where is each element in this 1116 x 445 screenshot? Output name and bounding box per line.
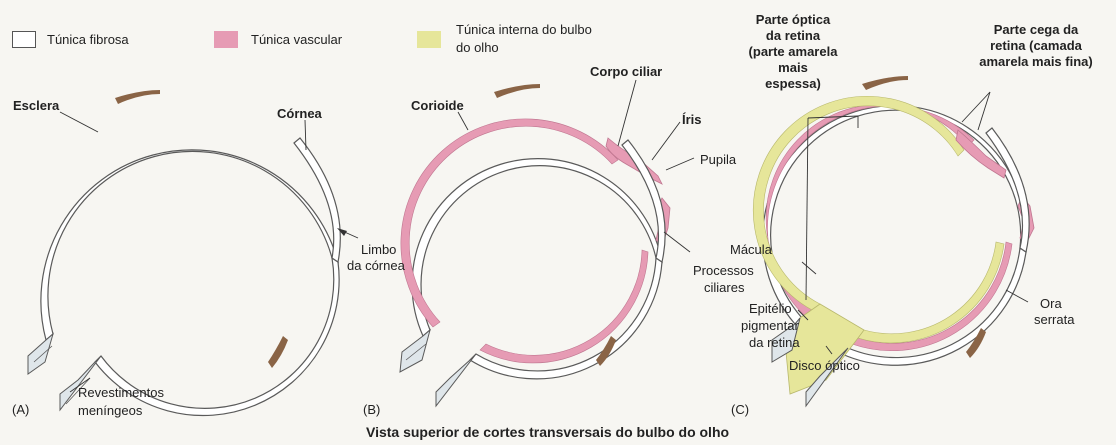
label-disco-optico: Disco óptico <box>789 358 860 373</box>
label-cornea: Córnea <box>277 106 322 121</box>
label-revestimentos-line2: meníngeos <box>78 403 142 418</box>
rectus-muscle-c1 <box>862 76 908 90</box>
panel-letter-c: (C) <box>731 402 749 417</box>
label-pupila: Pupila <box>700 152 736 167</box>
eye-section-c <box>753 76 1034 406</box>
sclera-lower-b <box>470 258 662 379</box>
label-parte-optica-line4: mais <box>738 60 848 75</box>
label-iris: Íris <box>682 112 702 127</box>
figure-caption: Vista superior de cortes transversais do… <box>366 425 729 440</box>
label-epitelio-line2: pigmentar <box>741 318 799 333</box>
label-parte-cega-line1: Parte cega da <box>966 22 1106 37</box>
label-parte-optica-line3: (parte amarela <box>738 44 848 59</box>
rectus-muscle-a2 <box>268 336 288 368</box>
label-parte-optica-line5: espessa) <box>738 76 848 91</box>
cornea-c <box>986 128 1029 252</box>
rectus-muscle-b1 <box>494 84 540 98</box>
label-revestimentos-line1: Revestimentos <box>78 385 164 400</box>
label-epitelio-line1: Epitélio <box>749 301 792 316</box>
label-limbo-line2: da córnea <box>347 258 405 273</box>
sclera-ring-a <box>41 150 338 340</box>
retina-optic-part-c <box>753 96 964 310</box>
label-limbo-line1: Limbo <box>361 242 396 257</box>
label-parte-cega-line3: amarela mais fina) <box>966 54 1106 69</box>
label-ora-line2: serrata <box>1034 312 1074 327</box>
label-esclera: Esclera <box>13 98 59 113</box>
label-corioide: Corioide <box>411 98 464 113</box>
eye-section-a <box>28 90 358 416</box>
label-processos-line1: Processos <box>693 263 754 278</box>
rectus-muscle-a1 <box>115 90 160 104</box>
label-ora-line1: Ora <box>1040 296 1062 311</box>
label-epitelio-line3: da retina <box>749 335 800 350</box>
label-corpo-ciliar: Corpo ciliar <box>590 64 662 79</box>
optic-nerve-b <box>400 330 476 406</box>
label-parte-optica-line2: da retina <box>738 28 848 43</box>
label-parte-optica-line1: Parte óptica <box>738 12 848 27</box>
label-processos-line2: ciliares <box>704 280 744 295</box>
panel-letter-b: (B) <box>363 402 380 417</box>
eye-section-b <box>400 80 694 406</box>
label-macula: Mácula <box>730 242 772 257</box>
panel-letter-a: (A) <box>12 402 29 417</box>
label-parte-cega-line2: retina (camada <box>966 38 1106 53</box>
choroid-lower-b <box>480 250 648 363</box>
